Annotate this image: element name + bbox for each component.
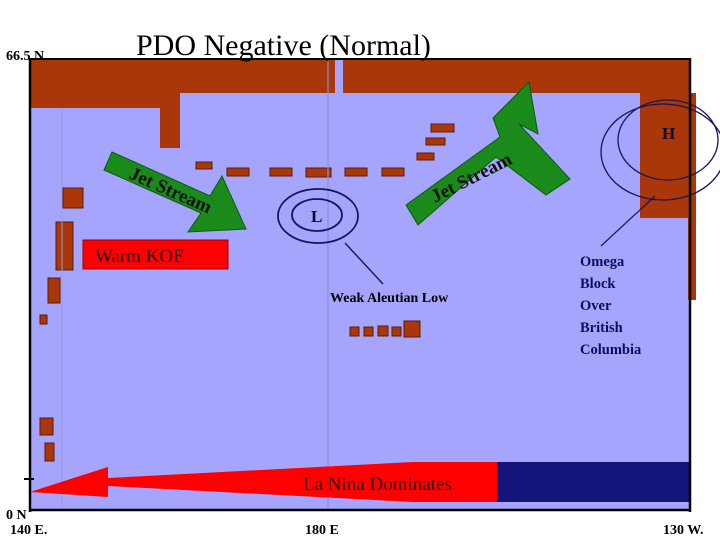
land-coastline-south	[688, 93, 696, 300]
land-alaska-canada	[180, 60, 335, 93]
page-title: PDO Negative (Normal)	[136, 29, 431, 62]
la-nina-bar	[413, 462, 497, 502]
land-kamchatka	[160, 60, 180, 148]
axis-label-x-180e: 180 E	[305, 523, 339, 538]
aleutian-island-chain	[195, 123, 455, 178]
island-cluster-center	[349, 320, 421, 338]
land-asia-north	[30, 60, 160, 108]
la-nina-label: La Nina Dominates	[303, 474, 452, 495]
weak-aleutian-low-label: Weak Aleutian Low	[330, 291, 449, 306]
high-pressure-icon	[600, 99, 720, 201]
omega-block-line-5: Columbia	[580, 342, 642, 358]
la-nina-arrow	[30, 462, 413, 502]
ocean-basin	[30, 60, 690, 510]
warm-koe-label: Warm KOE	[95, 246, 185, 267]
omega-block-line-4: British	[580, 320, 623, 336]
low-pressure-label: L	[311, 207, 322, 226]
cold-tongue-bar	[497, 462, 690, 502]
aleutian-low-pointer	[344, 242, 384, 285]
omega-block-line-2: Block	[580, 276, 616, 292]
jet-stream-right-arrow	[405, 80, 571, 226]
island-cluster-left	[39, 187, 84, 462]
axis-label-bottom-left: 0 N	[6, 508, 27, 523]
ocean-bering-notch	[335, 60, 343, 93]
warm-koe-box	[82, 239, 229, 270]
land-british-columbia	[640, 93, 690, 218]
axis-label-top-left: 66.5 N	[6, 49, 44, 64]
omega-block-label: Omega Block Over British Columbia	[580, 254, 642, 358]
low-pressure-icon	[277, 188, 359, 244]
omega-block-pointer	[600, 195, 656, 247]
high-pressure-label: H	[662, 124, 675, 143]
axis-label-x-140e: 140 E.	[10, 523, 47, 538]
axis-label-x-130w: 130 W.	[663, 523, 703, 538]
omega-block-line-3: Over	[580, 298, 612, 314]
land-alaska-canada-east	[343, 60, 648, 93]
omega-block-line-1: Omega	[580, 254, 625, 270]
jet-stream-left-arrow	[103, 151, 247, 233]
